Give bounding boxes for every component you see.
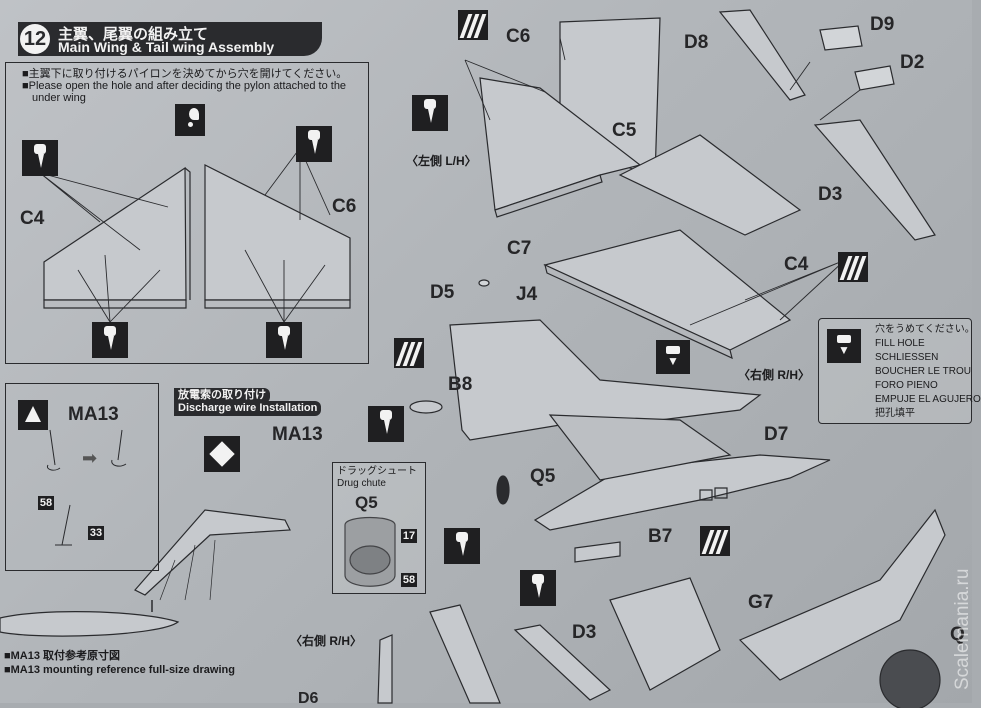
fill-hole-legend-icon <box>827 329 861 363</box>
side-right-rh-bottom: 〈右側 R/H〉 <box>290 634 363 648</box>
ma13-ref-jp: ■MA13 取付参考原寸図 <box>4 650 121 662</box>
step-number: 12 <box>20 24 50 54</box>
fill-hole-legend: 穴をうめてください。 FILL HOLE SCHLIESSEN BOUCHER … <box>818 318 981 424</box>
fill-hole-en: FILL HOLE <box>875 338 925 349</box>
tail-bottom-drawing <box>377 604 612 704</box>
label-c4-left: C4 <box>20 208 45 229</box>
fuselage-drawing <box>409 279 831 563</box>
label-d6-bottom: D6 <box>298 690 319 707</box>
label-d3-top: D3 <box>818 184 843 205</box>
drill-hole-icon <box>266 322 302 358</box>
label-q-right: Q <box>950 624 965 645</box>
fill-hole-de: SCHLIESSEN <box>875 352 939 363</box>
wing-c4-right-drawing <box>543 134 802 360</box>
tail-fin-right-drawing <box>738 508 946 708</box>
cement-icon <box>458 10 488 40</box>
arrow-right-icon: ➡ <box>82 448 98 468</box>
fill-hole-fr: BOUCHER LE TROU <box>875 366 971 377</box>
pylon-note-en-2: under wing <box>32 92 86 104</box>
fill-hole-jp: 穴をうめてください。 <box>875 324 975 335</box>
label-q5-top: Q5 <box>530 466 556 487</box>
label-c4-right: C4 <box>784 254 809 275</box>
drill-hole-icon <box>520 570 556 606</box>
step-banner: 12 主翼、尾翼の組み立て Main Wing & Tail wing Asse… <box>18 22 322 56</box>
drill-hole-icon <box>22 140 58 176</box>
fill-hole-es: EMPUJE EL AGUJERO <box>875 394 981 405</box>
label-c7: C7 <box>507 238 532 259</box>
drag-chute-en: Drug chute <box>337 478 386 489</box>
wing-c6-left-drawing <box>204 164 351 309</box>
label-d8: D8 <box>684 32 709 53</box>
drill-hole-icon <box>92 322 128 358</box>
pylon-note-en-1: ■Please open the hole and after deciding… <box>22 80 347 92</box>
leader-lines-top <box>464 37 861 326</box>
cement-icon <box>838 252 868 282</box>
label-q5-box: Q5 <box>355 493 378 512</box>
label-d7: D7 <box>764 424 789 445</box>
part-number-33: 33 <box>88 526 104 540</box>
ma13-panel <box>5 383 159 571</box>
tail-d8-d3-drawing <box>718 9 936 241</box>
side-right-rh: 〈右側 R/H〉 <box>738 368 811 382</box>
pylon-hole-panel <box>5 62 369 364</box>
ma13-ref-en: ■MA13 mounting reference full-size drawi… <box>4 664 235 676</box>
label-ma13-a: MA13 <box>68 404 119 425</box>
q5-drag-chute-drawing <box>344 516 396 587</box>
label-c6-top: C6 <box>506 26 531 47</box>
label-b8: B8 <box>448 374 473 395</box>
label-d2: D2 <box>900 52 925 73</box>
step-title-jp: 主翼、尾翼の組み立て <box>58 26 209 43</box>
label-g7: G7 <box>748 592 774 613</box>
ma13-small-drawing <box>46 429 127 546</box>
label-c6-left: C6 <box>332 196 357 217</box>
cement-icon <box>394 338 424 368</box>
fill-hole-it: FORO PIENO <box>875 380 938 391</box>
label-b7: B7 <box>648 526 673 547</box>
pylon-hole-leader-lines <box>39 147 331 323</box>
watermark-text: Scalemania.ru <box>952 568 973 690</box>
drag-chute-panel: ドラッグシュート Drug chute Q5 17 58 <box>332 462 426 594</box>
diamond-icon <box>204 436 240 472</box>
drill-hole-icon <box>444 528 480 564</box>
fill-hole-cn: 把孔填平 <box>875 408 915 419</box>
fill-hole-icon <box>656 340 690 374</box>
ma13-ref-drawing <box>0 600 180 637</box>
part-number-58-a: 58 <box>38 496 54 510</box>
drag-chute-jp: ドラッグシュート <box>337 466 417 477</box>
label-c5: C5 <box>612 120 637 141</box>
step-title-en: Main Wing & Tail wing Assembly <box>58 39 275 55</box>
ma13-wing-drawing <box>134 509 291 601</box>
drill-hole-icon <box>368 406 404 442</box>
discharge-title-en: Discharge wire Installation <box>174 401 322 416</box>
part-number-17: 17 <box>401 529 417 543</box>
cement-icon <box>700 526 730 556</box>
wing-c4-left-drawing <box>43 166 191 309</box>
label-ma13-b: MA13 <box>272 424 323 445</box>
label-j4: J4 <box>516 284 538 305</box>
fill-hole-icon <box>412 95 448 131</box>
bend-icon <box>18 400 48 430</box>
caution-icon <box>175 104 205 136</box>
label-d3-bottom: D3 <box>572 622 597 643</box>
pylon-note-jp: ■主翼下に取り付けるパイロンを決めてから穴を開けてください。 <box>22 68 348 80</box>
label-d9: D9 <box>870 14 895 35</box>
drill-hole-icon <box>296 126 332 162</box>
label-d5: D5 <box>430 282 455 303</box>
tail-g7-drawing <box>609 577 721 691</box>
part-number-58-b: 58 <box>401 573 417 587</box>
side-left-lh: 〈左側 L/H〉 <box>406 154 477 168</box>
discharge-title-jp: 放電索の取り付け <box>174 388 270 403</box>
